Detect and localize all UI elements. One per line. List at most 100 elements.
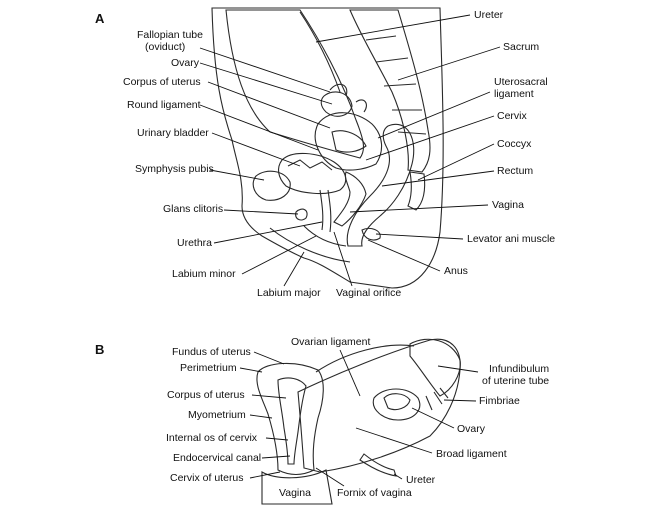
leader-fimbriae [443,399,477,402]
panel-b-illustration [256,338,461,505]
uterus [314,112,383,171]
leader-vaginal-orifice [333,231,353,287]
label-ureter-a: Ureter [474,9,504,21]
bladder-folds [287,159,333,171]
broad-ligament [297,338,461,473]
panel-a-labels: Fallopian tube (oviduct) Ovary Corpus of… [123,9,555,299]
leader-myometrium [249,414,273,419]
leader-broad-ligament [355,427,433,454]
leader-ovary-b [411,407,455,429]
label-glans-clitoris: Glans clitoris [163,203,223,215]
leader-cervix-uterus [249,471,281,479]
levator-ani [361,227,381,241]
leader-symphysis-pubis [209,169,265,181]
label-infundibulum-1: Infundibulum [489,363,549,375]
leader-ovarian-ligament [339,349,361,397]
label-coccyx: Coccyx [497,138,532,150]
panel-a-letter: A [95,11,105,26]
label-broad-ligament: Broad ligament [436,448,507,460]
symphysis-pubis [252,170,291,201]
label-sacrum: Sacrum [503,41,539,53]
leader-corpus-a [207,81,331,129]
panel-a-illustration [211,7,444,289]
ovary-b [372,388,421,421]
leader-cervix [365,115,495,161]
label-ovary-a: Ovary [171,57,200,69]
leader-urethra [213,221,323,244]
leader-endocervical [261,455,291,459]
vagina-b [261,469,333,505]
uterus-b-cavity [277,377,307,465]
abdominal-cavity [225,9,365,159]
urethra-a [319,189,332,233]
label-symphysis-pubis: Symphysis pubis [135,163,214,175]
label-anus: Anus [444,265,468,277]
leader-coccyx [417,143,495,181]
label-endocervical: Endocervical canal [173,452,261,464]
label-fornix: Fornix of vagina [337,487,412,499]
leader-ureter-a [315,14,471,43]
label-rectum: Rectum [497,165,533,177]
uterus-b [256,362,324,476]
label-vagina-a: Vagina [492,199,524,211]
label-uterosacral-2: ligament [494,88,534,100]
uterus-cavity [331,130,367,153]
panel-b-labels: Fundus of uterus Perimetrium Corpus of u… [166,336,549,499]
leader-labium-major [283,251,305,287]
leader-levator-ani [375,233,464,240]
label-ovarian-ligament: Ovarian ligament [291,336,370,348]
label-corpus-b: Corpus of uterus [167,389,245,401]
label-urethra: Urethra [177,237,212,249]
ureter-line-a [299,11,341,93]
label-oviduct: (oviduct) [145,41,185,53]
leader-glans-clitoris [223,209,299,215]
label-ureter-b: Ureter [406,474,436,486]
ovary-a [320,91,353,117]
label-levator-ani: Levator ani muscle [467,233,555,245]
bladder [277,152,347,195]
fimbriae [425,387,449,411]
leader-fornix [315,467,345,487]
coccyx-bone [407,171,426,211]
leader-uterosacral [377,91,491,139]
label-uterosacral-1: Uterosacral [494,76,548,88]
leader-corpus-b [251,394,287,399]
label-internal-os: Internal os of cervix [166,432,258,444]
spine-lines [365,35,427,135]
leader-fallopian-tube [199,47,331,93]
label-vagina-b: Vagina [279,487,311,499]
label-fallopian-tube: Fallopian tube [137,29,203,41]
uterine-tube [315,344,415,373]
leader-internal-os [265,437,289,441]
label-perimetrium: Perimetrium [180,362,237,374]
leader-labium-minor [241,235,317,275]
label-cervix-uterus: Cervix of uterus [170,472,244,484]
leader-ureter-b [393,473,403,480]
label-myometrium: Myometrium [188,409,246,421]
ovary-b-inner [383,393,411,411]
label-corpus-a: Corpus of uterus [123,76,201,88]
label-urinary-bladder: Urinary bladder [137,127,209,139]
tube-a [329,83,367,113]
leader-sacrum [397,46,501,81]
leader-infundibulum [437,365,479,373]
leader-anus [367,239,441,272]
label-fimbriae: Fimbriae [479,395,520,407]
label-ovary-b: Ovary [457,423,486,435]
leader-fundus [253,351,285,365]
label-vaginal-orifice: Vaginal orifice [336,287,401,299]
leader-rectum [381,170,495,187]
label-labium-minor: Labium minor [172,268,236,280]
label-infundibulum-2: of uterine tube [482,375,549,387]
leader-round-ligament [199,104,319,151]
vagina-a [333,171,367,227]
rectum [346,123,415,247]
leader-vagina-a [349,204,489,213]
leader-ovary-a [199,62,333,105]
leader-urinary-bladder [211,132,301,167]
ureter-b [359,453,397,477]
perineal-lines [269,225,351,263]
panel-b-letter: B [95,342,104,357]
